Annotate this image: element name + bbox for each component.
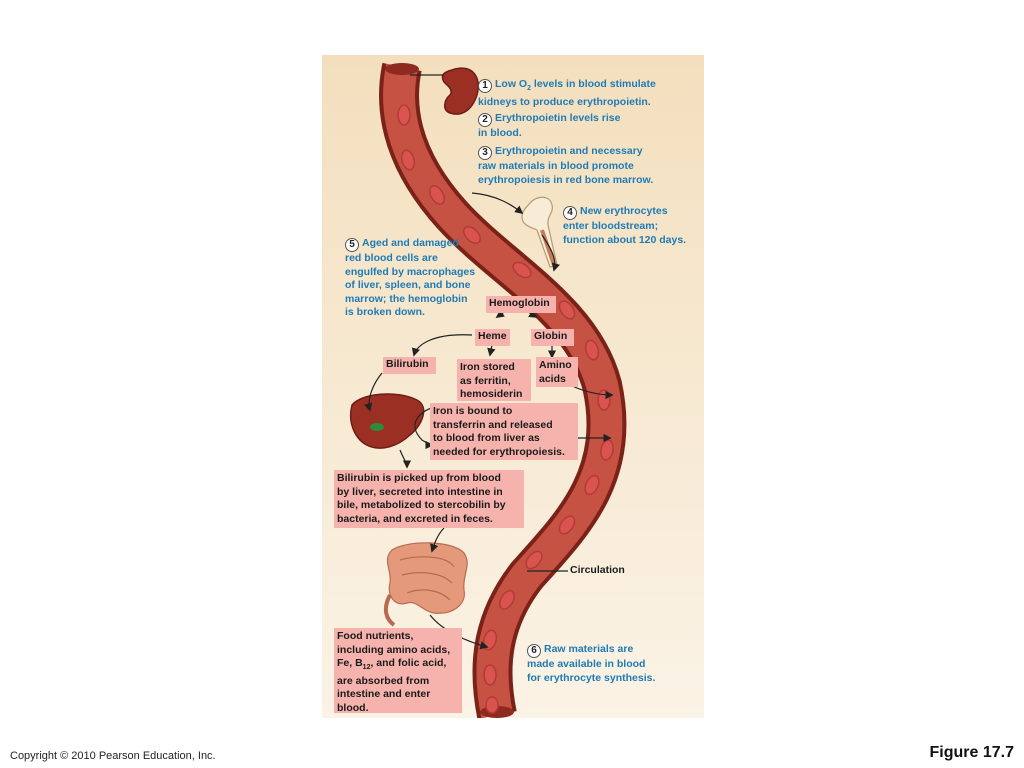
rbc xyxy=(483,664,497,686)
bilirubin-pathway-box: Bilirubin is picked up from blood by liv… xyxy=(334,470,524,528)
circulation-label: Circulation xyxy=(570,564,625,576)
figure-label: Figure 17.7 xyxy=(929,744,1014,761)
bilirubin-box: Bilirubin xyxy=(383,357,436,374)
rbc xyxy=(584,339,600,361)
bone-marrow xyxy=(540,229,556,266)
amino-acids-box: Amino acids xyxy=(536,357,578,387)
step-1-number: 1 xyxy=(478,79,492,93)
hemoglobin-box: Hemoglobin xyxy=(486,296,556,313)
vessel-opening-top xyxy=(385,63,419,75)
rbc xyxy=(558,300,576,320)
step-5-number: 5 xyxy=(345,238,359,252)
rbc xyxy=(485,696,499,714)
arrow-heme-iron xyxy=(487,344,496,357)
arrow-to-intestine xyxy=(430,527,445,553)
arrow-to-bone xyxy=(471,192,524,215)
arrow-liver-bilirubin xyxy=(399,449,412,469)
globin-box: Globin xyxy=(531,329,574,346)
copyright-notice: Copyright © 2010 Pearson Education, Inc. xyxy=(10,750,216,762)
rbc xyxy=(400,149,416,171)
rbc xyxy=(525,550,543,570)
intestine-illustration xyxy=(383,542,468,627)
step-2-number: 2 xyxy=(478,113,492,127)
arrow-bilirubin-liver xyxy=(364,372,383,412)
gallbladder-illustration xyxy=(370,423,384,431)
rbc xyxy=(397,104,411,126)
rbc xyxy=(584,474,600,496)
rbc xyxy=(463,226,481,244)
arrow-heme-bilirubin xyxy=(411,334,473,357)
red-blood-cells xyxy=(397,104,614,714)
step-3-number: 3 xyxy=(478,146,492,160)
heme-box: Heme xyxy=(475,329,510,346)
rbc xyxy=(499,590,515,610)
arrow-iron-bound xyxy=(414,404,443,450)
kidney-illustration xyxy=(441,67,479,115)
rbc xyxy=(429,185,445,205)
arrow-from-bone xyxy=(541,234,560,272)
diagram-artwork xyxy=(322,55,704,718)
rbc xyxy=(597,389,611,411)
step-4-number: 4 xyxy=(563,206,577,220)
flow-arrows xyxy=(364,192,614,650)
iron-bound-box: Iron is bound to transferrin and release… xyxy=(430,403,578,460)
step-6-number: 6 xyxy=(527,644,541,658)
iron-stored-box: Iron stored as ferritin, hemosiderin xyxy=(457,359,531,401)
rbc xyxy=(512,261,532,279)
rbc xyxy=(558,515,576,535)
food-nutrients-box: Food nutrients, including amino acids, F… xyxy=(334,628,462,714)
